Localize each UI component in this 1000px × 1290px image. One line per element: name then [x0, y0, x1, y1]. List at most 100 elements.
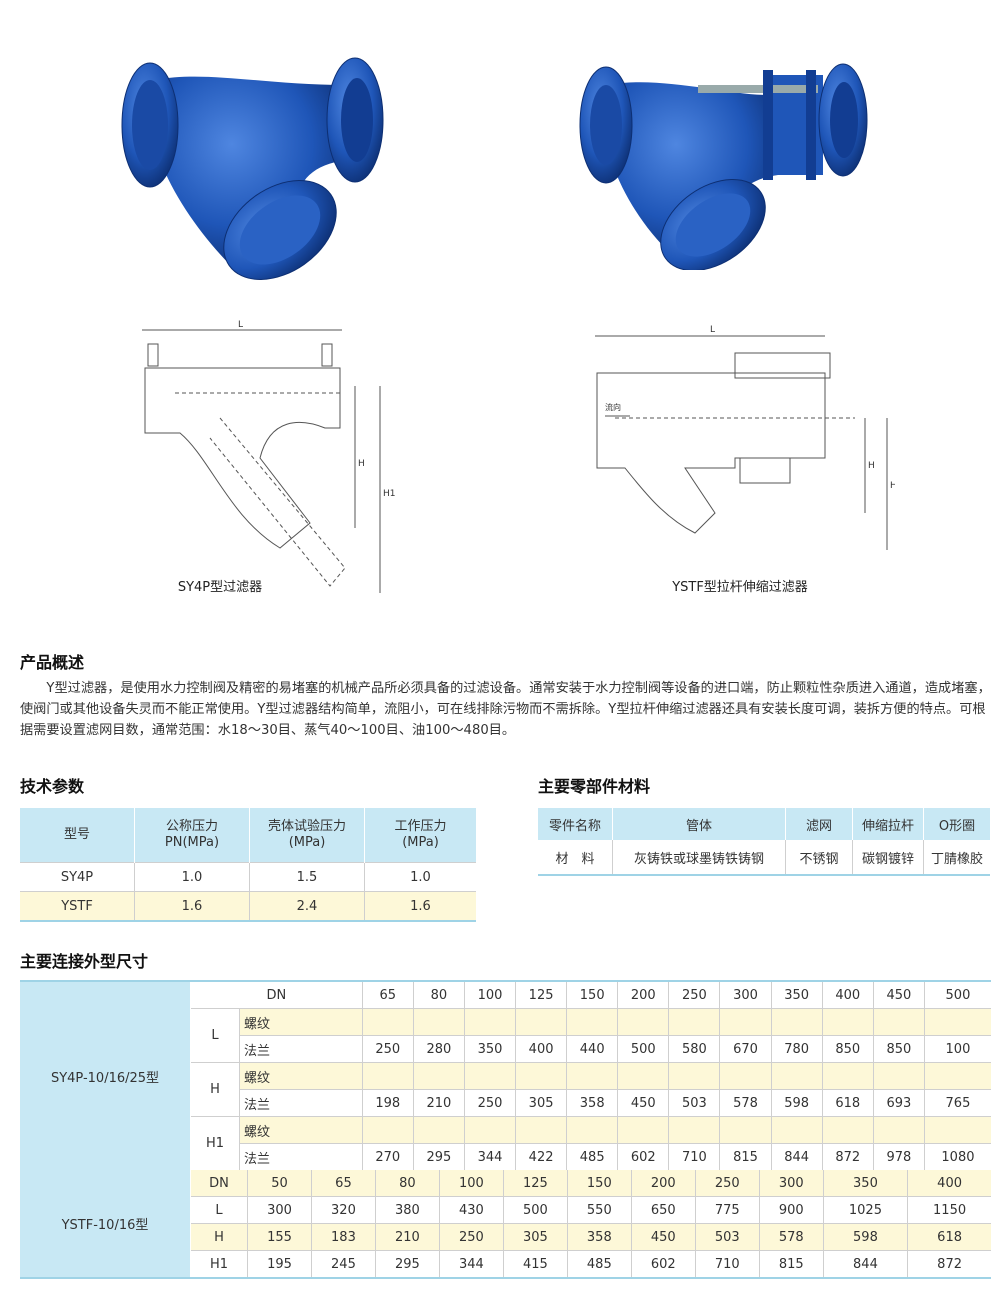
value-cell — [617, 1116, 670, 1144]
value-cell — [362, 1062, 414, 1090]
value-cell — [413, 1062, 465, 1090]
dn-label: DN — [190, 981, 363, 1009]
value-cell — [515, 1008, 568, 1036]
dim-label-H1: H1 — [383, 489, 395, 499]
value-cell: 320 — [311, 1196, 376, 1224]
cell: YSTF — [20, 891, 135, 921]
value-cell: 618 — [907, 1223, 991, 1251]
dimensions-heading: 主要连接外型尺寸 — [20, 952, 149, 971]
value-cell — [719, 1116, 772, 1144]
value-cell: 422 — [515, 1143, 568, 1171]
value-cell: 503 — [668, 1089, 721, 1117]
value-cell: 485 — [567, 1250, 632, 1279]
value-cell: 710 — [668, 1143, 721, 1171]
col-header: O形圈 — [923, 808, 990, 840]
value-cell: 300 — [247, 1196, 312, 1224]
value-cell — [617, 1008, 670, 1036]
tech-params-table: 型号 公称压力 PN(MPa) 壳体试验压力 (MPa) 工作压力 (MPa) … — [20, 808, 476, 922]
value-cell: 844 — [823, 1250, 909, 1279]
value-cell — [719, 1062, 772, 1090]
group-label: L — [190, 1008, 240, 1063]
dn-cell: 65 — [362, 981, 414, 1009]
screw-label: 螺纹 — [239, 1008, 363, 1036]
cell: 碳钢镀锌 — [852, 840, 924, 875]
value-cell — [464, 1062, 517, 1090]
flange-label: 法兰 — [239, 1143, 363, 1171]
value-cell: 578 — [759, 1223, 824, 1251]
flange-label: 法兰 — [239, 1035, 363, 1063]
value-cell — [924, 1062, 991, 1090]
value-cell: 150 — [567, 1170, 632, 1197]
value-cell: 872 — [907, 1250, 991, 1279]
value-cell: 598 — [823, 1223, 909, 1251]
dn-cell: 200 — [617, 981, 670, 1009]
table-row: 材 料 灰铸铁或球墨铸铁铸钢 不锈钢 碳钢镀锌 丁腈橡胶 — [538, 840, 990, 875]
value-cell — [464, 1116, 517, 1144]
value-cell: 780 — [771, 1035, 823, 1063]
value-cell: 602 — [631, 1250, 696, 1279]
dn-cell: 500 — [924, 981, 991, 1009]
value-cell — [566, 1116, 619, 1144]
value-cell: 400 — [515, 1035, 568, 1063]
value-cell: 305 — [515, 1089, 568, 1117]
dn-cell: 250 — [668, 981, 721, 1009]
value-cell — [822, 1116, 874, 1144]
cell: 1.5 — [249, 862, 365, 892]
value-cell — [515, 1062, 568, 1090]
value-cell: 210 — [375, 1223, 440, 1251]
sy4p-valve-photo — [115, 40, 390, 285]
row-label: DN — [190, 1170, 248, 1197]
cell: 材 料 — [538, 840, 613, 875]
value-cell: 670 — [719, 1035, 772, 1063]
value-cell: 125 — [503, 1170, 568, 1197]
value-cell: 850 — [822, 1035, 874, 1063]
value-cell — [413, 1008, 465, 1036]
value-cell: 295 — [375, 1250, 440, 1279]
group-label: H1 — [190, 1116, 240, 1171]
value-cell — [617, 1062, 670, 1090]
value-cell: 580 — [668, 1035, 721, 1063]
value-cell: 693 — [873, 1089, 925, 1117]
value-cell — [924, 1116, 991, 1144]
col-header: 公称压力 PN(MPa) — [134, 808, 250, 863]
value-cell: 80 — [375, 1170, 440, 1197]
dn-cell: 400 — [822, 981, 874, 1009]
dn-cell: 125 — [515, 981, 568, 1009]
dim-label-H: H — [868, 461, 875, 471]
materials-table: 零件名称 管体 滤网 伸缩拉杆 O形圈 材 料 灰铸铁或球墨铸铁铸钢 不锈钢 碳… — [538, 808, 990, 876]
value-cell — [771, 1062, 823, 1090]
value-cell: 344 — [464, 1143, 517, 1171]
col-header: 型号 — [20, 808, 135, 863]
value-cell: 450 — [617, 1089, 670, 1117]
cell: 2.4 — [249, 891, 365, 921]
value-cell: 1150 — [907, 1196, 991, 1224]
value-cell: 550 — [567, 1196, 632, 1224]
model-label: SY4P-10/16/25型 — [20, 981, 191, 1171]
value-cell: 358 — [567, 1223, 632, 1251]
dn-cell: 150 — [566, 981, 619, 1009]
value-cell: 300 — [759, 1170, 824, 1197]
value-cell: 100 — [924, 1035, 991, 1063]
dn-cell: 450 — [873, 981, 925, 1009]
value-cell: 1025 — [823, 1196, 909, 1224]
row-label: H — [190, 1223, 248, 1251]
value-cell: 602 — [617, 1143, 670, 1171]
value-cell: 65 — [311, 1170, 376, 1197]
tech-params-heading: 技术参数 — [20, 777, 85, 796]
flange-label: 法兰 — [239, 1089, 363, 1117]
value-cell — [873, 1116, 925, 1144]
value-cell: 245 — [311, 1250, 376, 1279]
value-cell — [822, 1062, 874, 1090]
sy4p-drawing: L H H1 — [130, 318, 395, 603]
value-cell: 200 — [631, 1170, 696, 1197]
cell: 1.6 — [364, 891, 476, 921]
ystf-caption: YSTF型拉杆伸缩过滤器 — [672, 580, 808, 595]
value-cell — [873, 1062, 925, 1090]
cell: 灰铸铁或球墨铸铁铸钢 — [612, 840, 786, 875]
